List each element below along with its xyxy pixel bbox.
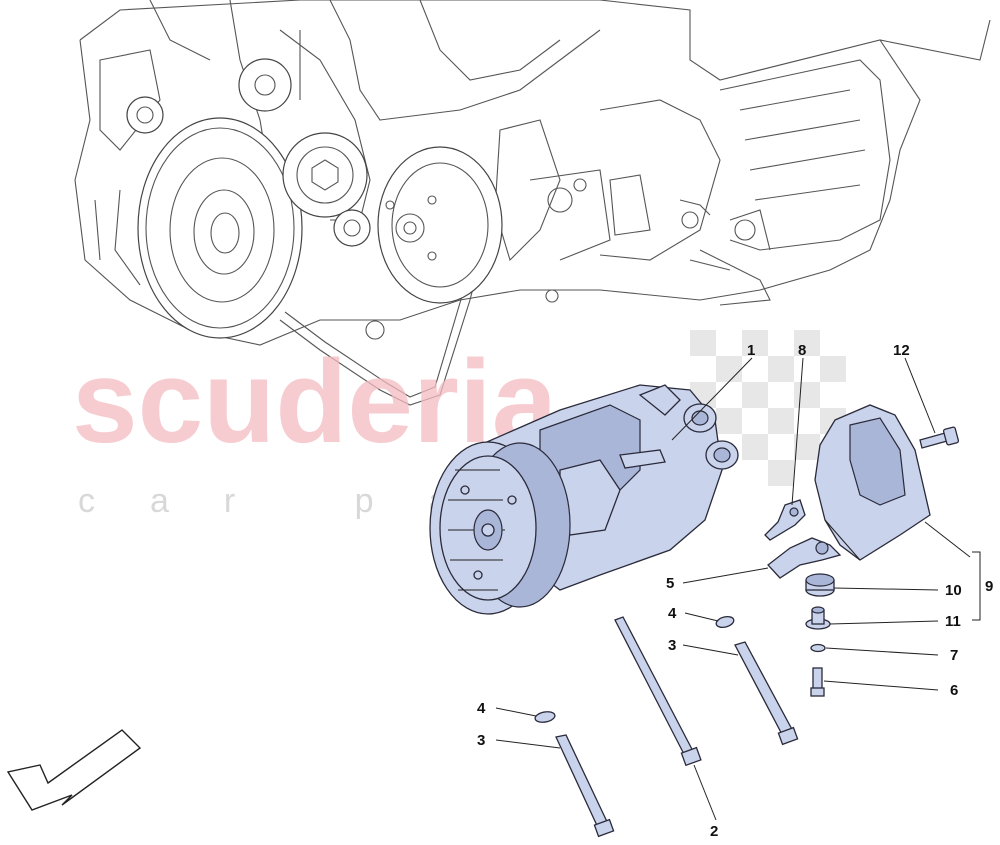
checkered-flag-watermark [690,330,846,486]
washer-part-7 [810,643,826,653]
callout-9: 9 [985,578,993,595]
callout-6: 6 [950,682,958,699]
bolt-part-6 [810,667,825,697]
grommet-part-10 [805,573,835,597]
timing-sprocket [238,58,292,112]
callout-3-lower: 3 [477,732,485,749]
washer-part-4-upper [715,615,735,629]
callout-12: 12 [893,342,910,359]
callout-5: 5 [666,575,674,592]
callout-11: 11 [945,613,961,630]
front-direction-arrow-icon [6,729,142,811]
mounting-bracket-part-5 [767,537,842,579]
heat-shield-part-9 [814,404,931,561]
ac-compressor [429,384,739,615]
washer-part-4-lower [534,711,556,723]
callout-7: 7 [950,647,958,664]
callout-1: 1 [747,342,755,359]
bolt-part-12 [919,426,960,449]
stud-part-2 [614,616,702,767]
bolt-part-3-lower [555,734,615,838]
idler-pulley [282,132,368,218]
leader-lines [495,357,981,821]
upper-pulley [126,96,164,134]
crankshaft-pulley [137,117,303,339]
callout-3-upper: 3 [668,637,676,654]
bolt-part-3-upper [734,641,799,746]
callout-4-upper: 4 [668,605,677,622]
alternator-pulley [377,146,503,304]
callout-10: 10 [945,582,962,599]
callout-2: 2 [710,823,718,840]
engine-assembly [74,0,991,406]
callout-4-lower: 4 [477,700,486,717]
callout-8: 8 [798,342,806,359]
spacer-part-11 [805,606,831,630]
bracket-part-8 [764,499,806,541]
tensioner-pulley [333,209,371,247]
